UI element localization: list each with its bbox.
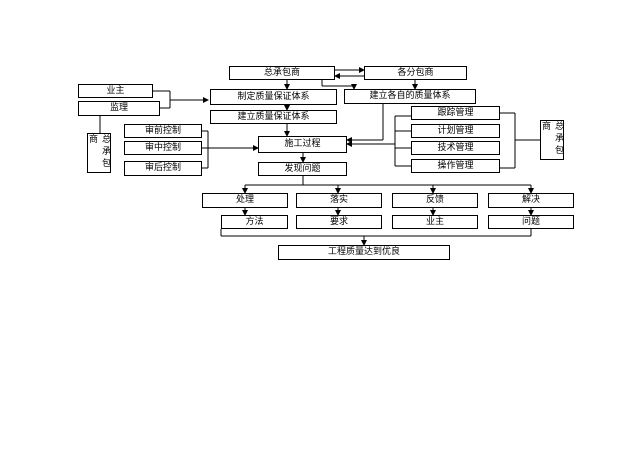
plan-management-box: 计划管理 — [411, 124, 500, 138]
subcontractors-box: 各分包商 — [364, 66, 467, 80]
tracking-management-box: 跟踪管理 — [411, 106, 500, 120]
problem-box: 问题 — [488, 215, 574, 229]
method-box: 方法 — [221, 215, 288, 229]
formulate-quality-system-box: 制定质量保证体系 — [210, 89, 337, 105]
post-control-box: 审后控制 — [124, 161, 202, 176]
implement-box: 落实 — [296, 193, 382, 208]
mid-control-box: 审中控制 — [124, 141, 202, 155]
general-contractor-box: 总承包商 — [229, 66, 335, 80]
quality-goal-box: 工程质量达到优良 — [278, 245, 450, 260]
requirement-box: 要求 — [296, 215, 382, 229]
construction-process-box: 施工过程 — [258, 136, 347, 153]
general-contractor-side-right: 总承包商 — [540, 120, 564, 160]
supervision-box: 监理 — [78, 101, 160, 116]
general-contractor-side-left: 总承包商 — [87, 133, 111, 173]
owner-box: 业主 — [78, 84, 153, 98]
feedback-box: 反馈 — [392, 193, 478, 208]
operation-management-box: 操作管理 — [411, 159, 500, 173]
handle-box: 处理 — [202, 193, 288, 208]
establish-quality-system-box: 建立质量保证体系 — [210, 110, 337, 124]
pre-control-box: 审前控制 — [124, 124, 202, 138]
technical-management-box: 技术管理 — [411, 141, 500, 155]
sub-quality-system-box: 建立各自的质量体系 — [344, 89, 476, 104]
resolve-box: 解决 — [488, 193, 574, 208]
find-problems-box: 发现问题 — [258, 162, 347, 176]
owner-bottom-box: 业主 — [392, 215, 478, 229]
